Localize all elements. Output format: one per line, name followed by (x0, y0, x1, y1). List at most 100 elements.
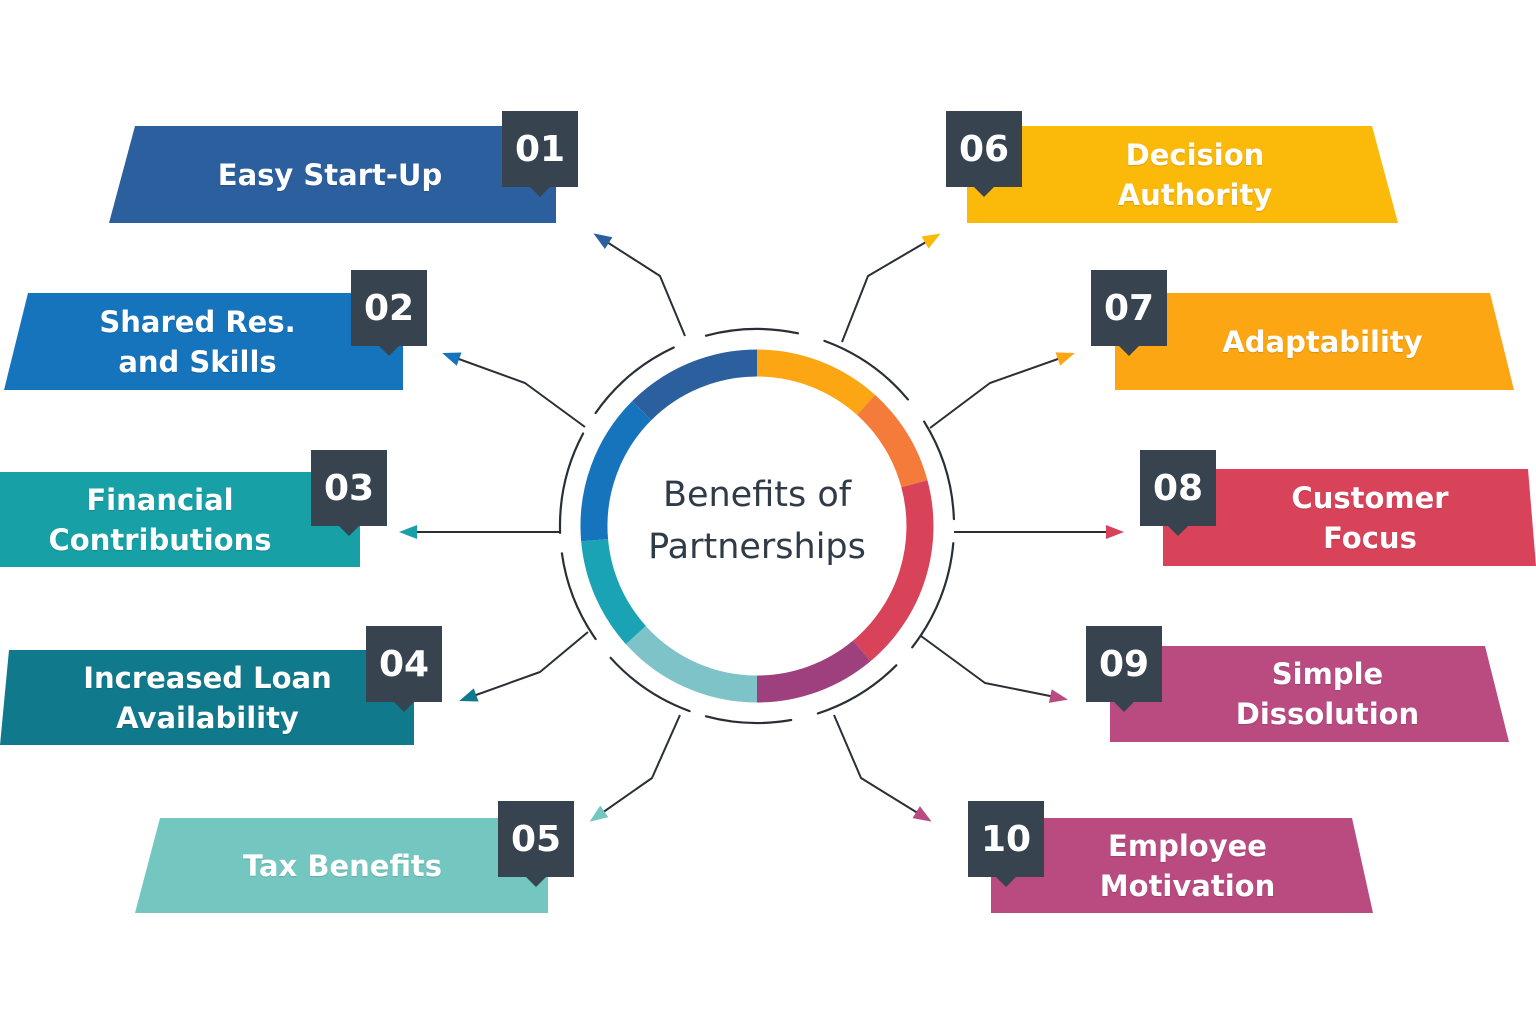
benefit-label-line: Employee (1108, 828, 1267, 863)
benefit-number: 04 (378, 643, 430, 685)
benefit-label-line: Financial (86, 482, 234, 517)
benefit-label-line: Contributions (48, 522, 272, 557)
connector-line (929, 353, 1073, 429)
benefit-banner-02 (4, 293, 403, 390)
benefit-label-line: Adaptability (1222, 324, 1423, 359)
ring-segment (852, 480, 934, 662)
arrowhead (912, 806, 932, 822)
number-box (366, 626, 442, 702)
benefit-label-line: Customer (1291, 480, 1449, 515)
benefit-label: Shared Res. and Skills (40, 293, 355, 390)
connector-line (841, 234, 939, 343)
benefit-label: Adaptability (1155, 293, 1490, 390)
number-boxes (311, 111, 1216, 887)
connectors (399, 233, 1124, 822)
benefit-label-line: Shared Res. (99, 304, 296, 339)
number-box (968, 801, 1044, 877)
benefit-label-line: Availability (116, 700, 299, 735)
benefit-banner-03 (0, 472, 360, 567)
banners (0, 126, 1536, 913)
benefit-banner-07 (1115, 293, 1514, 390)
outer-ring-arc (704, 327, 800, 337)
outer-ring-arc (823, 339, 909, 401)
center-title-line-2: Partnerships (648, 527, 866, 567)
benefit-label-line: Decision (1125, 137, 1265, 172)
outer-ring-arc (923, 420, 955, 521)
arrowhead (921, 233, 941, 249)
outer-ring-arc (558, 432, 585, 534)
number-box-pointer (394, 702, 414, 712)
arrowhead (1106, 525, 1124, 539)
benefit-number: 09 (1098, 643, 1150, 685)
arrowhead (399, 525, 417, 539)
benefit-label-line: Dissolution (1235, 697, 1420, 731)
number-box-pointer (974, 187, 994, 197)
center-title: Benefits of Partnerships (597, 465, 917, 577)
benefit-number: 06 (958, 128, 1010, 170)
benefit-number: 08 (1152, 467, 1204, 509)
outer-ring (558, 327, 955, 725)
connector-line (920, 635, 1066, 700)
connector-line (833, 714, 930, 821)
number-box-pointer (1119, 346, 1139, 356)
connector-line (461, 631, 589, 701)
number-box-pointer (339, 526, 359, 536)
arrowhead (1055, 352, 1075, 366)
benefit-label-line: Increased Loan (83, 660, 332, 695)
number-box (946, 111, 1022, 187)
connector-line (591, 714, 681, 821)
benefit-label: Tax Benefits (165, 818, 520, 913)
benefit-banner-10 (991, 818, 1373, 913)
outer-ring-arc (560, 552, 597, 641)
number-box-pointer (526, 877, 546, 887)
ring-segment (581, 538, 647, 645)
benefit-banner-06 (967, 126, 1398, 223)
arrowhead (1048, 689, 1068, 703)
benefit-label: Easy Start-Up (160, 126, 500, 223)
benefit-label-line: Easy Start-Up (217, 157, 443, 192)
outer-ring-arc (911, 542, 955, 649)
number-box (1140, 450, 1216, 526)
ring-segment (856, 394, 928, 488)
arrowhead (442, 352, 462, 366)
number-box-pointer (1168, 526, 1188, 536)
outer-ring-arc (594, 346, 675, 415)
benefit-label-line: Simple (1271, 657, 1384, 691)
benefit-banner-05 (135, 818, 548, 913)
outer-ring-arc (816, 664, 898, 715)
benefit-number: 02 (363, 287, 415, 329)
number-box (502, 111, 578, 187)
number-box-pointer (379, 346, 399, 356)
center-disc (607, 376, 907, 676)
ring-segment (632, 349, 758, 421)
benefit-banner-09 (1110, 646, 1509, 742)
arrowhead (589, 805, 609, 822)
number-box-pointer (1114, 702, 1134, 712)
color-ring (580, 349, 934, 703)
number-box (1091, 270, 1167, 346)
outer-ring-arc (704, 715, 793, 725)
number-box (311, 450, 387, 526)
benefit-number: 07 (1103, 287, 1155, 329)
benefit-banner-01 (109, 126, 556, 223)
number-box (351, 270, 427, 346)
connector-line (444, 353, 586, 428)
number-box-pointer (530, 187, 550, 197)
benefit-number: 05 (510, 818, 562, 860)
outer-ring-arc (609, 656, 691, 713)
connector-line (595, 234, 686, 337)
benefit-label-line: and Skills (118, 344, 277, 379)
ring-segment (625, 625, 758, 703)
benefit-number: 10 (980, 818, 1032, 860)
arrowhead (459, 688, 479, 702)
benefit-label-line: Focus (1323, 520, 1417, 555)
center-title-line-1: Benefits of (662, 475, 852, 515)
benefit-label-line: Authority (1117, 177, 1273, 212)
